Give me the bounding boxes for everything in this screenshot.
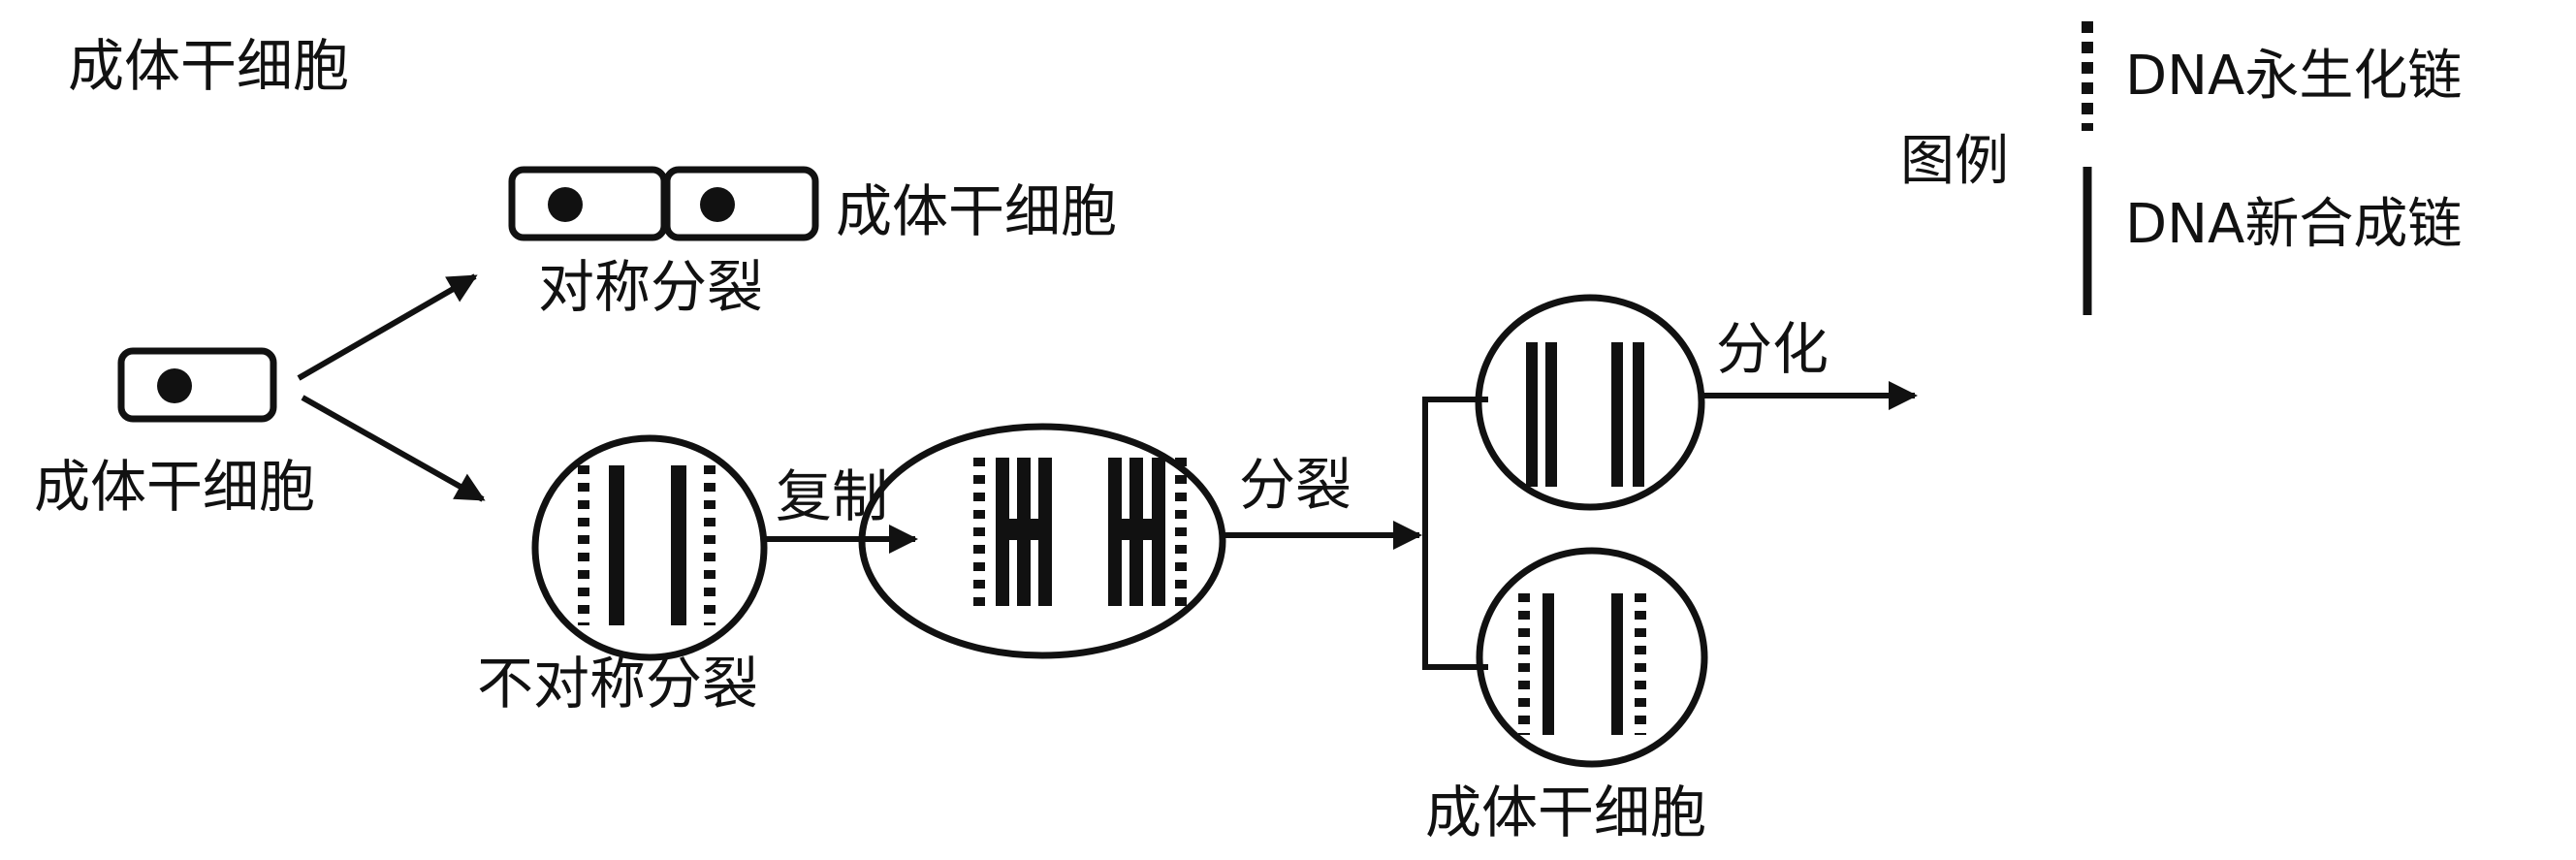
centromere [1113, 519, 1161, 540]
division-bracket [1422, 397, 1488, 670]
cell-membrane [531, 434, 768, 661]
daughter-cell-right [663, 166, 819, 241]
source-cell [117, 347, 277, 423]
legend-immortal-strand-label: DNA永生化链 [2125, 45, 2462, 108]
division-label: 分裂 [1239, 452, 1352, 518]
daughter-cell-left [508, 166, 668, 241]
cell-nucleus [700, 187, 735, 222]
replicated-cell [858, 423, 1226, 659]
stem-daughter-cell [1476, 547, 1708, 768]
cell-membrane [117, 347, 277, 423]
cell-membrane [1476, 547, 1708, 768]
differentiating-daughter-cell [1475, 294, 1705, 511]
cell-nucleus [157, 368, 192, 403]
differentiation-label: 分化 [1716, 316, 1829, 382]
legend-title: 图例 [1900, 130, 2009, 193]
diagram-title: 成体干细胞 [68, 33, 349, 99]
asymmetric-cell-1 [531, 434, 768, 661]
symmetric-division-label: 对称分裂 [538, 254, 763, 320]
legend-new-strand-label: DNA新合成链 [2125, 193, 2462, 256]
symmetric-arrow [297, 273, 478, 381]
symmetric-daughter-cells [508, 166, 819, 241]
cell-nucleus [548, 187, 583, 222]
replication-label: 复制 [776, 463, 888, 529]
source-cell-label: 成体干细胞 [34, 454, 315, 520]
centromere [1001, 519, 1049, 540]
cell-membrane [1475, 294, 1705, 511]
asymmetric-division-label: 不对称分裂 [477, 651, 758, 717]
symmetric-products-label: 成体干细胞 [836, 178, 1117, 244]
asymmetric-arrow [301, 395, 486, 502]
bottom-cell-label: 成体干细胞 [1425, 780, 1706, 845]
cell-membrane [858, 423, 1226, 659]
legend: 图例 DNA永生化链 DNA新合成链 [1900, 21, 2462, 315]
